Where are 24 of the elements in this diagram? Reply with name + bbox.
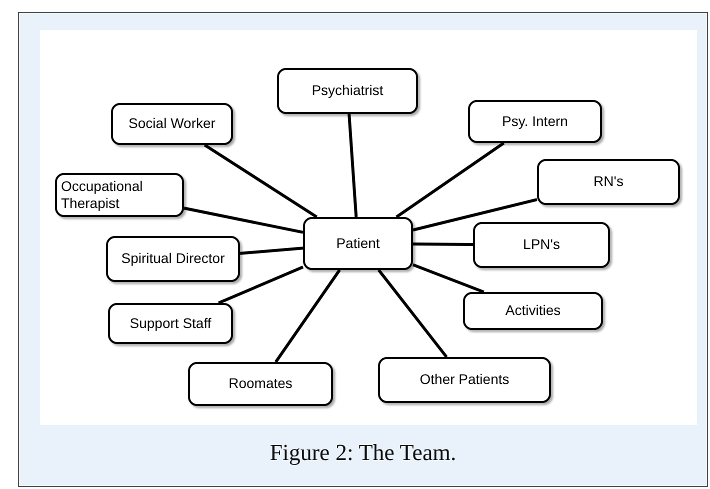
- role-box: Activities: [463, 292, 603, 330]
- role-box: Occupational Therapist: [55, 173, 184, 217]
- role-box: RN's: [537, 159, 680, 205]
- connector-line: [240, 246, 304, 255]
- role-box: Roomates: [188, 362, 333, 406]
- connector-line: [184, 206, 304, 234]
- role-box: Social Worker: [111, 103, 233, 145]
- connector-line: [412, 263, 484, 294]
- role-box: LPN's: [473, 222, 610, 268]
- connector-line: [396, 142, 505, 218]
- connector-line: [412, 242, 474, 246]
- role-box: Psy. Intern: [468, 100, 602, 143]
- connector-line: [204, 144, 318, 218]
- role-box: Other Patients: [378, 357, 551, 403]
- connector-line: [218, 266, 304, 304]
- role-box: Spiritual Director: [106, 236, 240, 282]
- figure-caption: Figure 2: The Team.: [268, 440, 458, 466]
- role-box: Patient: [303, 217, 413, 270]
- connector-line: [378, 269, 448, 358]
- connector-line: [412, 198, 538, 232]
- connector-line: [348, 114, 358, 218]
- role-box: Psychiatrist: [277, 68, 418, 114]
- connector-line: [274, 269, 341, 363]
- role-box: Support Staff: [108, 303, 233, 344]
